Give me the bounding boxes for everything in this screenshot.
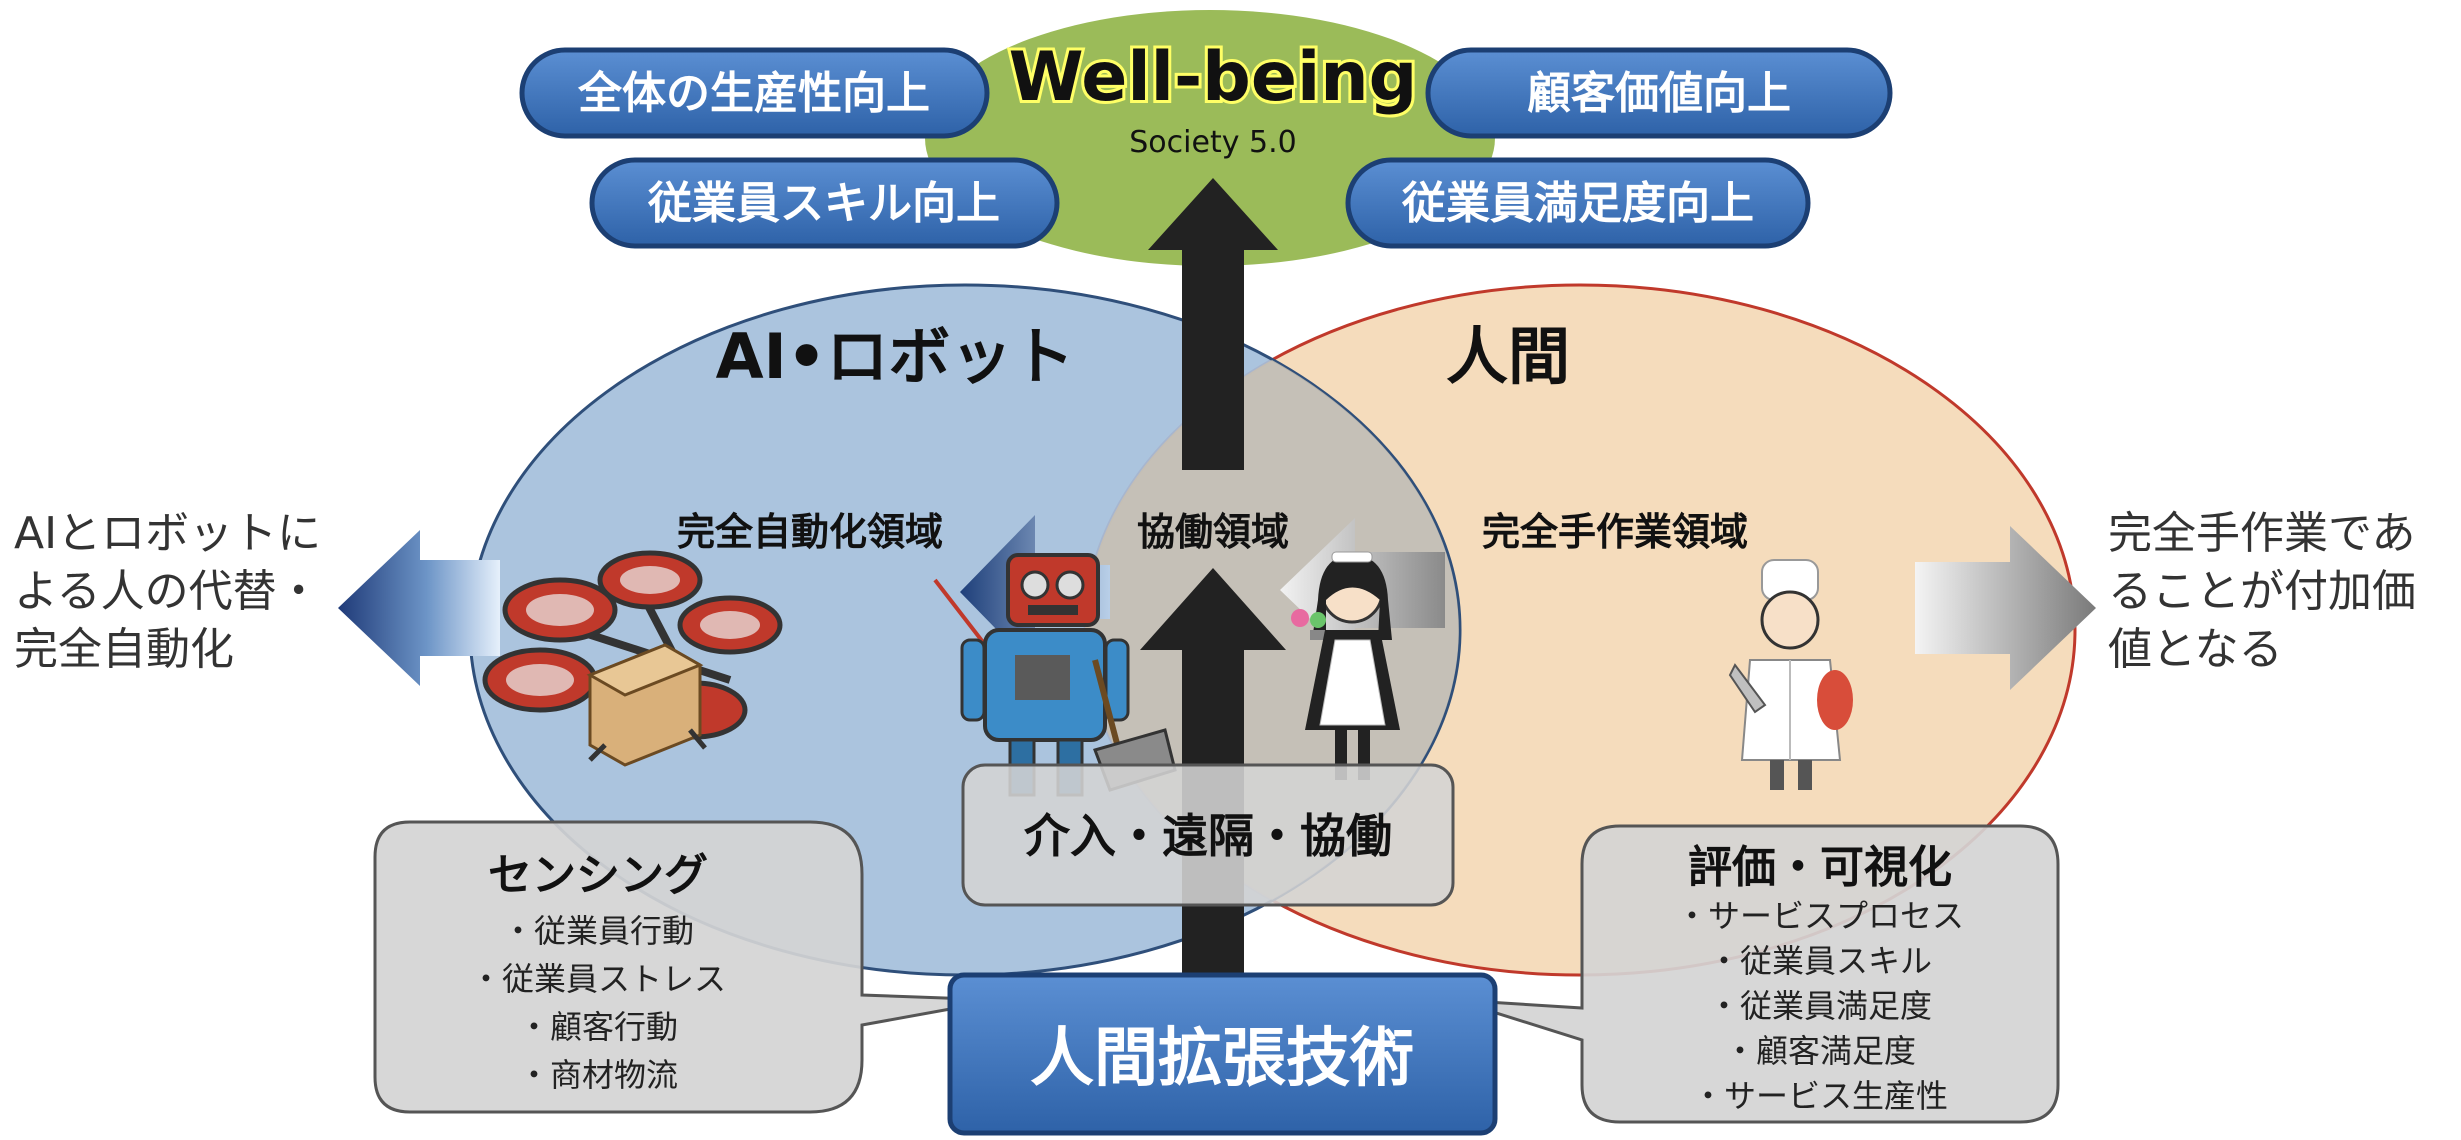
wellbeing-subtitle: Society 5.0 xyxy=(1129,125,1296,160)
goal-pill-customer-value: 顧客価値向上 xyxy=(1425,47,1893,139)
goal-pill-employee-satisfaction: 従業員満足度向上 xyxy=(1345,157,1811,249)
right-arrow xyxy=(1915,526,2096,690)
goal-label: 従業員満足度向上 xyxy=(1401,178,1754,229)
evaluation-item: ・サービスプロセス xyxy=(1676,897,1964,935)
sensing-callout: センシング ・従業員行動 ・従業員ストレス ・顧客行動 ・商材物流 xyxy=(373,820,1001,1114)
evaluation-item: ・従業員スキル xyxy=(1708,942,1932,980)
left-arrow xyxy=(338,530,500,686)
sensing-item: ・商材物流 xyxy=(518,1056,678,1094)
evaluation-title: 評価・可視化 xyxy=(1688,842,1952,893)
sensing-item: ・従業員行動 xyxy=(502,912,694,950)
core-tech-box: 人間拡張技術 xyxy=(947,972,1498,1136)
maid-icon xyxy=(1291,551,1400,780)
full-automation-label: 完全自動化領域 xyxy=(677,510,943,554)
chef-icon xyxy=(1728,559,1853,790)
left-note: AIとロボットに よる人の代替・ 完全自動化 xyxy=(14,508,322,675)
evaluation-callout: 評価・可視化 ・サービスプロセス ・従業員スキル ・従業員満足度 ・顧客満足度 … xyxy=(1454,824,2060,1124)
goal-label: 顧客価値向上 xyxy=(1527,68,1791,119)
sensing-item: ・顧客行動 xyxy=(518,1008,678,1046)
goal-label: 全体の生産性向上 xyxy=(577,68,930,119)
evaluation-item: ・従業員満足度 xyxy=(1708,987,1932,1025)
intervention-box: 介入・遠隔・協働 xyxy=(961,763,1455,907)
drone-icon xyxy=(482,550,783,767)
goal-pill-productivity: 全体の生産性向上 xyxy=(519,47,990,139)
full-manual-label: 完全手作業領域 xyxy=(1482,510,1748,554)
ai-robot-title: AI•ロボット xyxy=(716,320,1075,393)
right-note: 完全手作業であ ることが付加価 値となる xyxy=(2108,508,2416,675)
evaluation-item: ・サービス生産性 xyxy=(1692,1077,1948,1115)
wellbeing-title: Well-being xyxy=(1009,38,1418,117)
sensing-title: センシング xyxy=(488,850,708,901)
goal-pill-employee-skill: 従業員スキル向上 xyxy=(589,157,1060,249)
intervention-label: 介入・遠隔・協働 xyxy=(1024,809,1392,863)
evaluation-item: ・顧客満足度 xyxy=(1724,1032,1916,1070)
human-title: 人間 xyxy=(1446,320,1570,393)
sensing-item: ・従業員ストレス xyxy=(470,960,726,998)
collab-label: 協働領域 xyxy=(1137,510,1289,554)
core-tech-label: 人間拡張技術 xyxy=(1030,1022,1414,1096)
goal-label: 従業員スキル向上 xyxy=(647,178,1000,229)
up-arrow-top xyxy=(1148,178,1278,470)
